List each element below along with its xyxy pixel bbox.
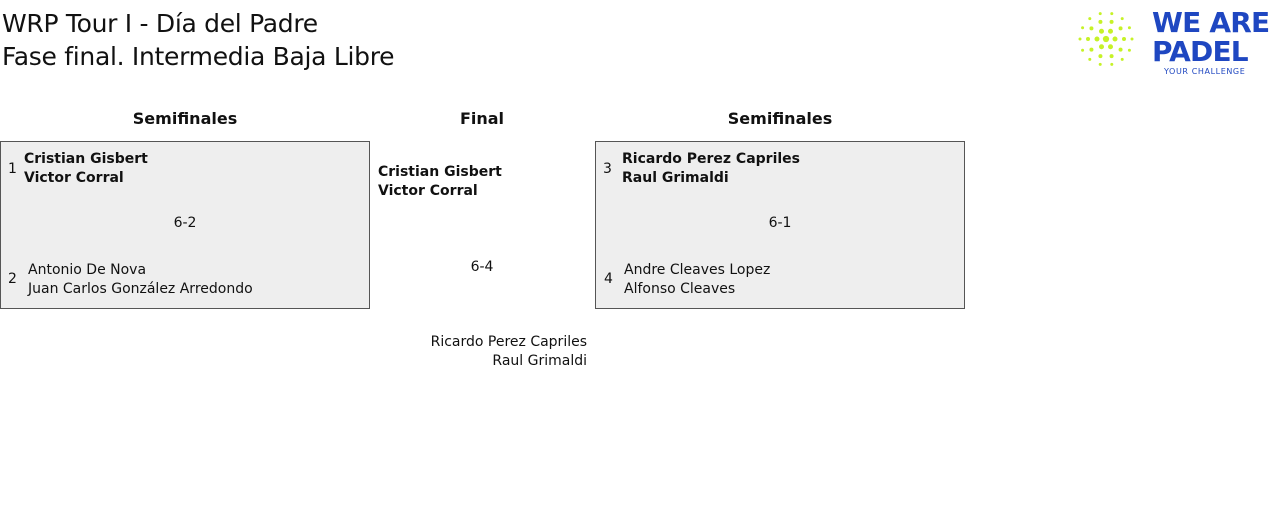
final-team-top-winner[interactable]: Cristian Gisbert Victor Corral bbox=[378, 163, 502, 201]
seed-number: 4 bbox=[604, 271, 613, 287]
logo-line-2: PADEL bbox=[1152, 35, 1249, 68]
logo-tagline: YOUR CHALLENGE bbox=[1164, 67, 1246, 76]
logo-dot bbox=[1094, 36, 1100, 42]
logo-dot bbox=[1099, 44, 1104, 50]
logo-dot bbox=[1118, 47, 1123, 52]
player-name: Victor Corral bbox=[24, 170, 124, 186]
phase-subtitle: Fase final. Intermedia Baja Libre bbox=[2, 42, 395, 71]
final-team-bottom[interactable]: Ricardo Perez Capriles Raul Grimaldi bbox=[387, 333, 587, 371]
logo-dot bbox=[1088, 17, 1092, 21]
player-name: Andre Cleaves Lopez bbox=[624, 262, 771, 278]
player-name: Alfonso Cleaves bbox=[624, 281, 736, 297]
match-score: 6-1 bbox=[768, 215, 792, 231]
player-name: Juan Carlos González Arredondo bbox=[28, 281, 253, 297]
dot-burst-icon bbox=[1078, 12, 1134, 66]
logo-dot bbox=[1098, 12, 1102, 16]
logo-dot bbox=[1109, 19, 1114, 24]
logo-wordmark: WE ARE PADEL bbox=[1152, 6, 1270, 68]
player-name: Raul Grimaldi bbox=[492, 353, 587, 369]
player-name: Antonio De Nova bbox=[28, 262, 147, 278]
logo-dot bbox=[1098, 19, 1103, 24]
seed-number: 1 bbox=[8, 161, 17, 177]
player-name: Cristian Gisbert bbox=[378, 164, 502, 180]
logo-dot bbox=[1086, 37, 1090, 41]
round-label-left-semifinals: Semifinales bbox=[132, 109, 238, 128]
we-are-padel-logo: WE ARE PADEL YOUR CHALLENGE bbox=[1072, 4, 1278, 78]
logo-dot bbox=[1120, 17, 1124, 21]
logo-dot bbox=[1078, 37, 1082, 41]
logo-dot bbox=[1112, 36, 1118, 42]
player-name: Victor Corral bbox=[378, 183, 478, 199]
logo-dot bbox=[1102, 35, 1110, 43]
logo-dot bbox=[1099, 28, 1104, 34]
logo-dot bbox=[1081, 26, 1085, 30]
seed-number: 3 bbox=[603, 161, 612, 177]
logo-dot bbox=[1130, 37, 1134, 41]
team-entry-winner[interactable]: Ricardo Perez Capriles Raul Grimaldi bbox=[622, 150, 800, 188]
logo-line-1: WE ARE bbox=[1152, 6, 1270, 39]
player-name: Raul Grimaldi bbox=[622, 170, 729, 186]
semifinal-right-match[interactable]: 3 Ricardo Perez Capriles Raul Grimaldi 6… bbox=[595, 141, 965, 309]
logo-dot bbox=[1088, 57, 1092, 61]
team-entry-winner[interactable]: Cristian Gisbert Victor Corral bbox=[24, 150, 148, 188]
logo-dot bbox=[1120, 57, 1124, 61]
logo-dot bbox=[1089, 26, 1094, 31]
round-label-right-semifinals: Semifinales bbox=[727, 109, 833, 128]
logo-dot bbox=[1098, 54, 1103, 59]
logo-dot bbox=[1109, 54, 1114, 59]
logo-dot bbox=[1127, 26, 1131, 30]
logo-dot bbox=[1110, 12, 1114, 16]
final-score: 6-4 bbox=[470, 259, 494, 275]
logo-dot bbox=[1110, 62, 1114, 66]
semifinal-left-match[interactable]: 1 Cristian Gisbert Victor Corral 6-2 2 A… bbox=[0, 141, 370, 309]
logo-dot bbox=[1118, 26, 1123, 31]
match-score: 6-2 bbox=[173, 215, 197, 231]
team-entry[interactable]: Andre Cleaves Lopez Alfonso Cleaves bbox=[624, 261, 770, 299]
logo-dot bbox=[1108, 28, 1113, 34]
logo-dot bbox=[1108, 44, 1113, 50]
logo-dot bbox=[1127, 48, 1131, 52]
logo-dot bbox=[1081, 48, 1085, 52]
round-label-final: Final bbox=[459, 109, 505, 128]
team-entry[interactable]: Antonio De Nova Juan Carlos González Arr… bbox=[28, 261, 253, 299]
logo-dot bbox=[1122, 37, 1126, 41]
logo-dot bbox=[1098, 62, 1102, 66]
player-name: Ricardo Perez Capriles bbox=[622, 151, 800, 167]
logo-dot bbox=[1089, 47, 1094, 52]
page-title: WRP Tour I - Día del Padre Fase final. I… bbox=[2, 7, 395, 73]
seed-number: 2 bbox=[8, 271, 17, 287]
tournament-title: WRP Tour I - Día del Padre bbox=[2, 9, 318, 38]
player-name: Cristian Gisbert bbox=[24, 151, 148, 167]
player-name: Ricardo Perez Capriles bbox=[430, 334, 587, 350]
